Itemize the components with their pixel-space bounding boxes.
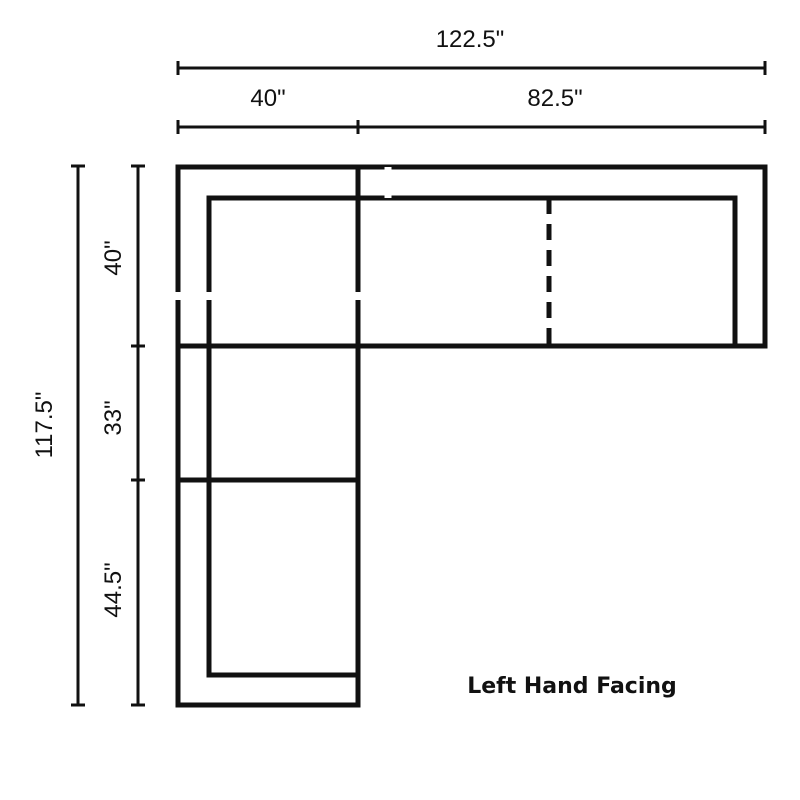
- left-section-width-label: 40": [250, 85, 285, 112]
- bottom-section-depth-label: 44.5": [100, 562, 127, 617]
- section-width-dimensions: 40" 82.5": [176, 85, 767, 134]
- total-depth-dimension: 117.5": [31, 164, 85, 707]
- middle-section-depth-label: 33": [100, 400, 127, 435]
- right-section-width-label: 82.5": [527, 85, 582, 112]
- sectional-outline: [174, 164, 768, 708]
- top-section-depth-label: 40": [100, 240, 127, 275]
- section-depth-dimensions: 40" 33" 44.5": [100, 164, 145, 707]
- total-depth-label: 117.5": [31, 392, 58, 459]
- total-width-label: 122.5": [436, 26, 505, 53]
- total-width-dimension: 122.5": [176, 26, 767, 75]
- orientation-caption: Left Hand Facing: [467, 674, 677, 699]
